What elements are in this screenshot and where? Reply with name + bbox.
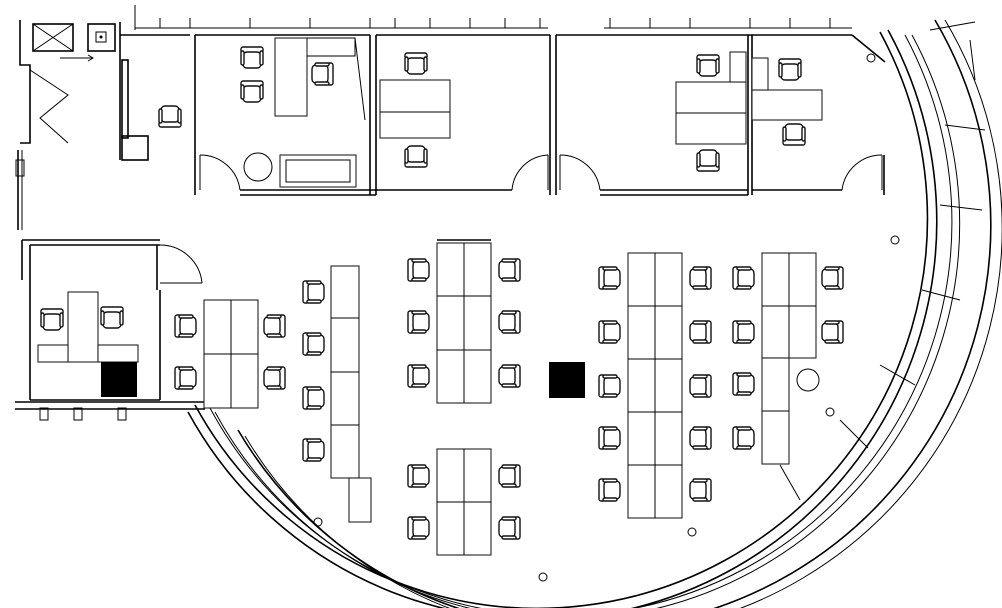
office-chair-icon xyxy=(821,266,844,290)
door-swing-icon xyxy=(199,154,241,191)
office-chair-icon xyxy=(498,258,521,282)
office-chair-icon xyxy=(302,386,325,410)
office-chair-icon xyxy=(732,426,755,450)
office-chair-icon xyxy=(598,478,621,502)
office-chair-icon xyxy=(302,332,325,356)
office-chair-icon xyxy=(778,58,802,81)
office-chair-icon xyxy=(407,310,430,334)
elevator-icon xyxy=(87,23,116,52)
office-chair-icon xyxy=(689,426,712,450)
office-chair-icon xyxy=(782,123,806,146)
column-icon xyxy=(101,362,137,397)
office-chair-icon xyxy=(598,266,621,290)
office-chair-icon xyxy=(407,258,430,282)
office-chair-icon xyxy=(732,320,755,344)
office-chair-icon xyxy=(689,320,712,344)
top-offices xyxy=(134,5,886,196)
office-chair-icon xyxy=(40,308,64,331)
office-chair-icon xyxy=(696,149,720,172)
office-chair-icon xyxy=(689,266,712,290)
office-chair-icon xyxy=(311,62,334,86)
office-chair-icon xyxy=(407,516,430,540)
office-chair-icon xyxy=(732,372,755,396)
office-chair-icon xyxy=(404,52,428,75)
office-chair-icon xyxy=(404,145,428,168)
office-chair-icon xyxy=(598,426,621,450)
office-chair-icon xyxy=(498,464,521,488)
office-chair-icon xyxy=(263,314,286,338)
office-chair-icon xyxy=(407,364,430,388)
office-chair-icon xyxy=(302,280,325,304)
office-chair-icon xyxy=(498,516,521,540)
office-chair-icon xyxy=(240,80,264,103)
office-chair-icon xyxy=(498,364,521,388)
office-chair-icon xyxy=(498,310,521,334)
office-chair-icon xyxy=(689,374,712,398)
office-chair-icon xyxy=(821,320,844,344)
office-chair-icon xyxy=(598,320,621,344)
office-chair-icon xyxy=(100,306,124,329)
office-chair-icon xyxy=(407,464,430,488)
chairs xyxy=(40,46,844,540)
corridor-walls xyxy=(15,22,190,230)
left-office xyxy=(15,239,205,421)
office-chair-icon xyxy=(240,46,264,69)
office-chair-icon xyxy=(302,438,325,462)
office-chair-icon xyxy=(263,366,286,390)
office-chair-icon xyxy=(174,366,197,390)
curved-facade xyxy=(187,19,1002,608)
elevator-core xyxy=(19,20,116,144)
open-plan-desks xyxy=(203,239,820,556)
office-chair-icon xyxy=(598,374,621,398)
office-chair-icon xyxy=(696,54,720,77)
office-chair-icon xyxy=(158,105,182,128)
office-chair-icon xyxy=(174,314,197,338)
office-chair-icon xyxy=(689,478,712,502)
office-chair-icon xyxy=(732,266,755,290)
